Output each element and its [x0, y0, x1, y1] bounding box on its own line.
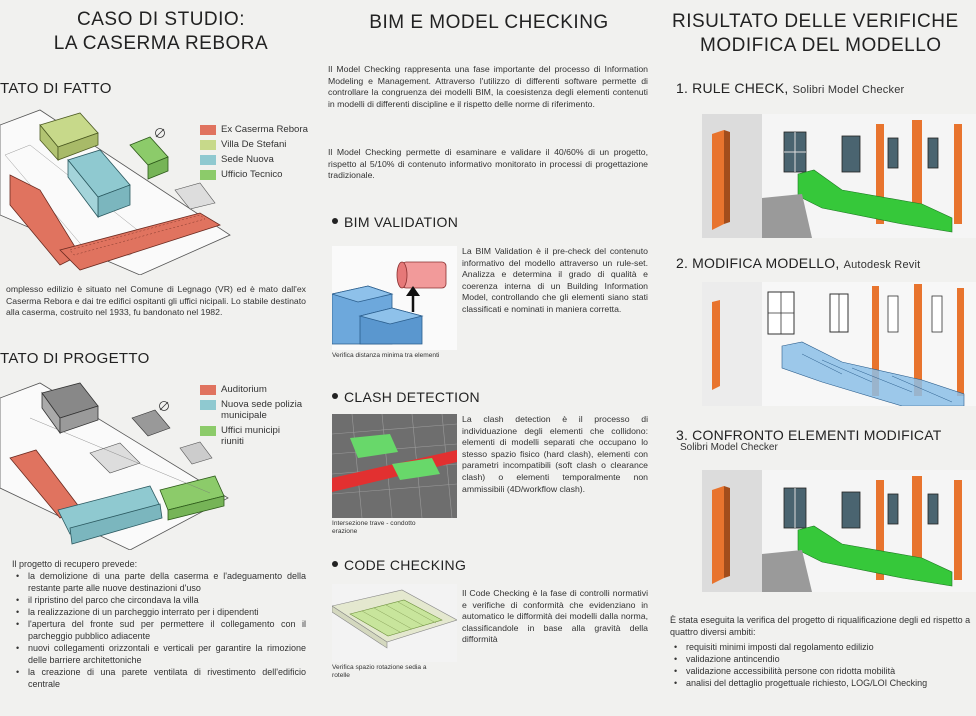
bim-title: BIM E MODEL CHECKING [369, 12, 609, 33]
list-item: validazione antincendio [670, 653, 976, 665]
bullet-icon [332, 218, 338, 224]
results-list: requisiti minimi imposti dal regolamento… [670, 641, 976, 689]
bullet-icon [332, 561, 338, 567]
section-title-stato-di-fatto: TATO DI FATTO [0, 80, 112, 97]
section-title-stato-di-progetto: TATO DI PROGETTO [0, 350, 150, 367]
list-item: la realizzazione di un parcheggio interr… [12, 606, 306, 618]
results-title-line-2: MODIFICA DEL MODELLO [700, 35, 942, 56]
swatch-uffici-riuniti [200, 426, 216, 436]
clash-text: La clash detection è il processo di indi… [462, 414, 648, 494]
legend-item: Ex Caserma Rebora [200, 124, 322, 135]
legend-project: Auditorium Nuova sede polizia municipale… [200, 384, 320, 451]
validation-text: La BIM Validation è il pre-check del con… [462, 246, 648, 314]
model-edit-render [702, 282, 976, 406]
list-item: l'apertura del fronte sud per permettere… [12, 618, 306, 642]
column-results: RISULTATO DELLE VERIFICHE MODIFICA DEL M… [656, 0, 976, 716]
swatch-ex-caserma [200, 125, 216, 135]
swatch-ufficio-tecnico [200, 170, 216, 180]
legend-item: Auditorium [200, 384, 320, 395]
step-3-heading: 3. CONFRONTO ELEMENTI MODIFICAT [676, 427, 942, 443]
list-item: la creazione di una parete ventilata di … [12, 666, 306, 690]
swatch-villa [200, 140, 216, 150]
project-list-intro: Il progetto di recupero prevede: [12, 559, 138, 569]
title-line-2: LA CASERMA REBORA [53, 33, 269, 54]
bim-validation-heading: BIM VALIDATION [332, 214, 458, 230]
comparison-render [702, 470, 976, 592]
site-plan-existing-drawing [0, 109, 231, 275]
step-3-subheading: Solibri Model Checker [680, 442, 778, 453]
list-item: validazione accessibilità persone con ri… [670, 665, 976, 677]
rule-check-render [702, 114, 976, 238]
code-check-text: Il Code Checking è la fase di controlli … [462, 588, 648, 645]
existing-description: omplesso edilizio è situato nel Comune d… [6, 284, 306, 318]
clash-caption: Intersezione trave - condotto erazione [332, 520, 416, 535]
list-item: nuovi collegamenti orizzontali e vertica… [12, 642, 306, 666]
title-line-1: CASO DI STUDIO: [77, 9, 245, 30]
legend-item: Ufficio Tecnico [200, 169, 322, 180]
legend-item: Villa De Stefani [200, 139, 322, 150]
step-2-heading: 2. MODIFICA MODELLO, Autodesk Revit [676, 255, 921, 271]
bullet-icon [332, 393, 338, 399]
clash-detection-heading: CLASH DETECTION [332, 389, 480, 405]
list-item: requisiti minimi imposti dal regolamento… [670, 641, 976, 653]
swatch-auditorium [200, 385, 216, 395]
validation-figure [332, 246, 457, 350]
case-study-title: CASO DI STUDIO: LA CASERMA REBORA [0, 8, 322, 56]
step-1-heading: 1. RULE CHECK, Solibri Model Checker [676, 80, 905, 96]
swatch-sede-nuova [200, 155, 216, 165]
bim-intro-2: Il Model Checking permette di esaminare … [328, 147, 648, 181]
results-title-line-1: RISULTATO DELLE VERIFICHE [672, 11, 959, 32]
legend-item: Nuova sede polizia municipale [200, 399, 320, 421]
clash-figure [332, 414, 457, 518]
code-check-caption: Verifica spazio rotazione sedia a rotell… [332, 664, 427, 679]
list-item: analisi del dettaglio progettuale richie… [670, 677, 976, 689]
column-case-study: CASO DI STUDIO: LA CASERMA REBORA TATO D… [0, 0, 322, 716]
column-bim-checking: BIM E MODEL CHECKING Il Model Checking r… [322, 0, 656, 716]
legend-item: Sede Nuova [200, 154, 322, 165]
project-list: la demolizione di una parte della caserm… [12, 570, 306, 690]
swatch-polizia [200, 400, 216, 410]
results-summary: È stata eseguita la verifica del progett… [670, 615, 971, 637]
code-checking-heading: CODE CHECKING [332, 557, 466, 573]
legend-item: Uffici municipi riuniti [200, 425, 320, 447]
site-plan-project-drawing [0, 382, 229, 550]
validation-caption: Verifica distanza minima tra elementi [332, 352, 440, 359]
results-title: RISULTATO DELLE VERIFICHE MODIFICA DEL M… [672, 10, 976, 58]
bim-intro-1: Il Model Checking rappresenta una fase i… [328, 64, 648, 109]
list-item: la demolizione di una parte della caserm… [12, 570, 306, 594]
legend-existing: Ex Caserma Rebora Villa De Stefani Sede … [200, 124, 322, 184]
code-check-figure [332, 584, 457, 662]
list-item: il ripristino del parco che circondava l… [12, 594, 306, 606]
